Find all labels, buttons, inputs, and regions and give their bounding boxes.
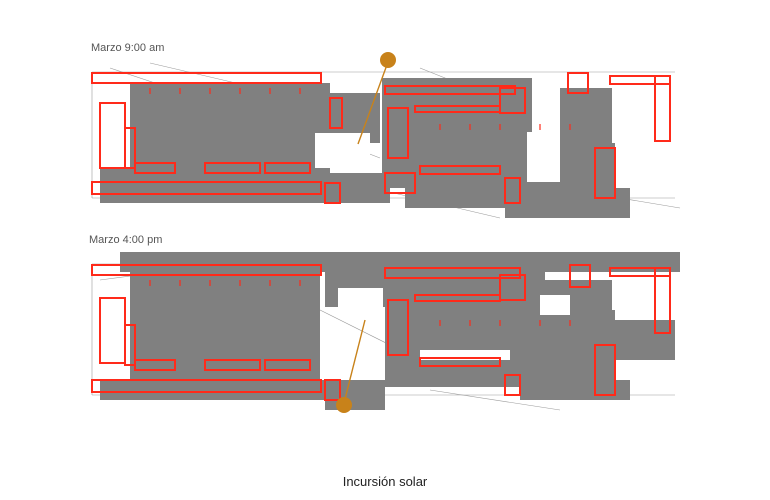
sun-icon xyxy=(380,52,396,68)
walls xyxy=(91,264,671,401)
courtyards xyxy=(315,88,657,182)
walls xyxy=(91,72,671,204)
sun-indicator xyxy=(336,319,366,413)
sun-icon xyxy=(336,397,352,413)
column-ticks xyxy=(149,88,571,130)
figure-caption: Incursión solar xyxy=(342,474,428,489)
shadow-masses xyxy=(100,252,680,410)
afternoon-floor-plan xyxy=(91,252,680,413)
morning-floor-plan xyxy=(91,52,681,219)
afternoon-time-label: Marzo 4:00 pm xyxy=(89,234,163,246)
column-ticks xyxy=(149,280,571,326)
morning-time-label: Marzo 9:00 am xyxy=(91,42,165,54)
courtyards xyxy=(338,280,657,360)
sun-indicator xyxy=(357,52,396,145)
